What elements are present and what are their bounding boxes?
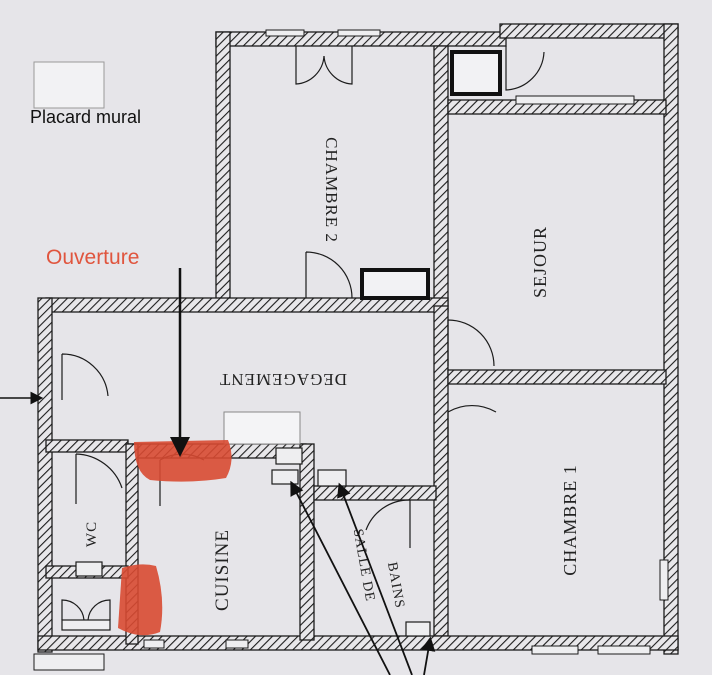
walls <box>37 23 679 655</box>
label-wc: WC <box>84 521 100 547</box>
fixtures <box>61 447 431 637</box>
label-cuisine: CUISINE <box>212 529 233 611</box>
cupboard-top-right <box>450 50 502 96</box>
label-degagement: DEGAGEMENT <box>219 370 347 389</box>
pointer-arrow-1 <box>290 480 391 675</box>
annotation-label: Ouverture <box>46 246 139 269</box>
opening-highlight-kitchen-top <box>134 440 232 482</box>
legend-swatch <box>33 61 105 109</box>
label-chambre-2: CHAMBRE 2 <box>322 137 341 243</box>
legend-label: Placard mural <box>30 107 141 127</box>
opening-highlight-kitchen-left <box>118 564 163 636</box>
pointer-arrow-3 <box>421 636 436 675</box>
label-chambre-1: CHAMBRE 1 <box>560 464 580 576</box>
windows <box>33 29 669 671</box>
pointer-arrow-2 <box>337 482 413 675</box>
cupboards <box>223 50 502 445</box>
cupboard-chambre2 <box>360 268 430 300</box>
label-sejour: SEJOUR <box>530 226 550 298</box>
cupboard-degagement <box>223 411 301 445</box>
opening-highlights <box>118 440 232 636</box>
